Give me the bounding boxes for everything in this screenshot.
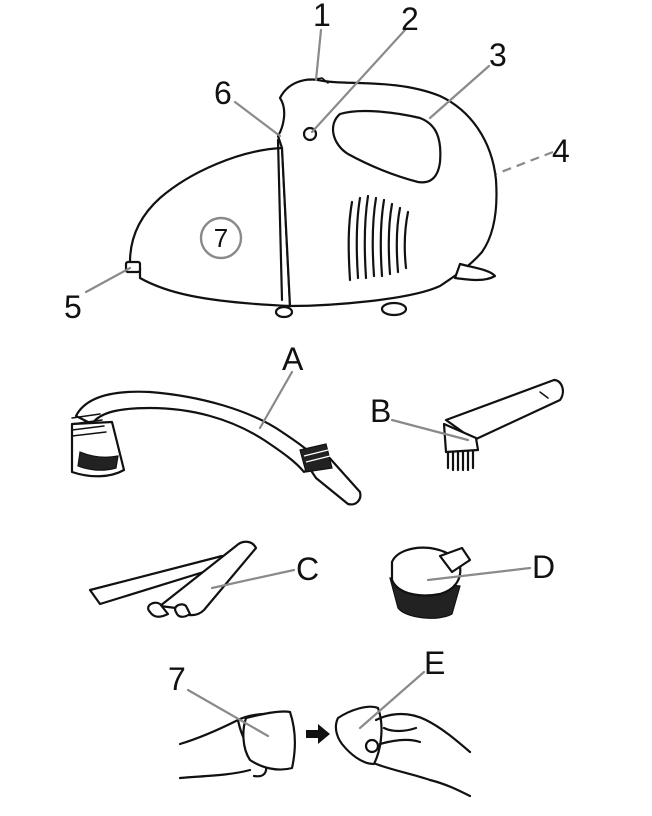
strap-end	[147, 601, 170, 618]
label-2: 2	[401, 1, 419, 37]
leader-4	[495, 150, 554, 176]
right-arrow-icon	[306, 724, 330, 744]
label-a: A	[282, 341, 304, 377]
dust-container-held	[242, 710, 296, 771]
dust-container-callout-circle	[199, 216, 243, 260]
round-brush-neck	[438, 546, 472, 574]
leader-1	[314, 28, 323, 82]
leader-6	[233, 100, 282, 138]
release-button	[124, 260, 142, 274]
label-e: E	[424, 645, 445, 681]
label-1: 1	[313, 0, 331, 33]
leader-c	[210, 568, 296, 590]
upholstery-brush	[442, 378, 564, 472]
leader-d	[426, 566, 532, 582]
leader-7-hand	[186, 688, 270, 738]
crevice-tools	[88, 540, 258, 618]
dusting-brush	[389, 546, 472, 619]
front-foot	[274, 305, 294, 319]
strap-end-2	[174, 603, 192, 618]
brush-bristles	[446, 450, 475, 472]
label-3: 3	[489, 37, 507, 73]
motor-housing	[276, 78, 498, 308]
label-c: C	[296, 551, 319, 587]
leader-5	[84, 266, 132, 294]
hose-right-ribs	[299, 443, 333, 473]
air-vents	[347, 194, 410, 282]
label-4: 4	[552, 133, 570, 169]
leader-e	[358, 670, 426, 730]
rear-stand	[453, 262, 497, 282]
handheld-vacuum: 7	[124, 77, 498, 319]
charge-indicator	[309, 77, 329, 84]
leader-b	[390, 418, 470, 442]
label-b: B	[370, 393, 391, 429]
label-5: 5	[64, 289, 82, 325]
dust-container-callout-number: 7	[214, 223, 228, 253]
label-6: 6	[214, 75, 232, 111]
leader-a	[258, 370, 294, 430]
label-7-hand: 7	[168, 661, 186, 697]
leader-3	[428, 64, 491, 120]
rear-foot	[380, 301, 408, 317]
hose-left-ribs	[71, 413, 107, 437]
container-joint	[276, 138, 284, 302]
brush-arm	[444, 378, 564, 442]
filter-removal-illustration	[178, 705, 472, 798]
leader-2	[310, 28, 407, 134]
hose-left-opening	[77, 451, 119, 471]
right-hand	[374, 712, 472, 798]
handle-opening	[331, 109, 442, 184]
label-d: D	[532, 549, 555, 585]
flexible-hose	[70, 390, 362, 506]
filter-knob	[364, 738, 380, 754]
